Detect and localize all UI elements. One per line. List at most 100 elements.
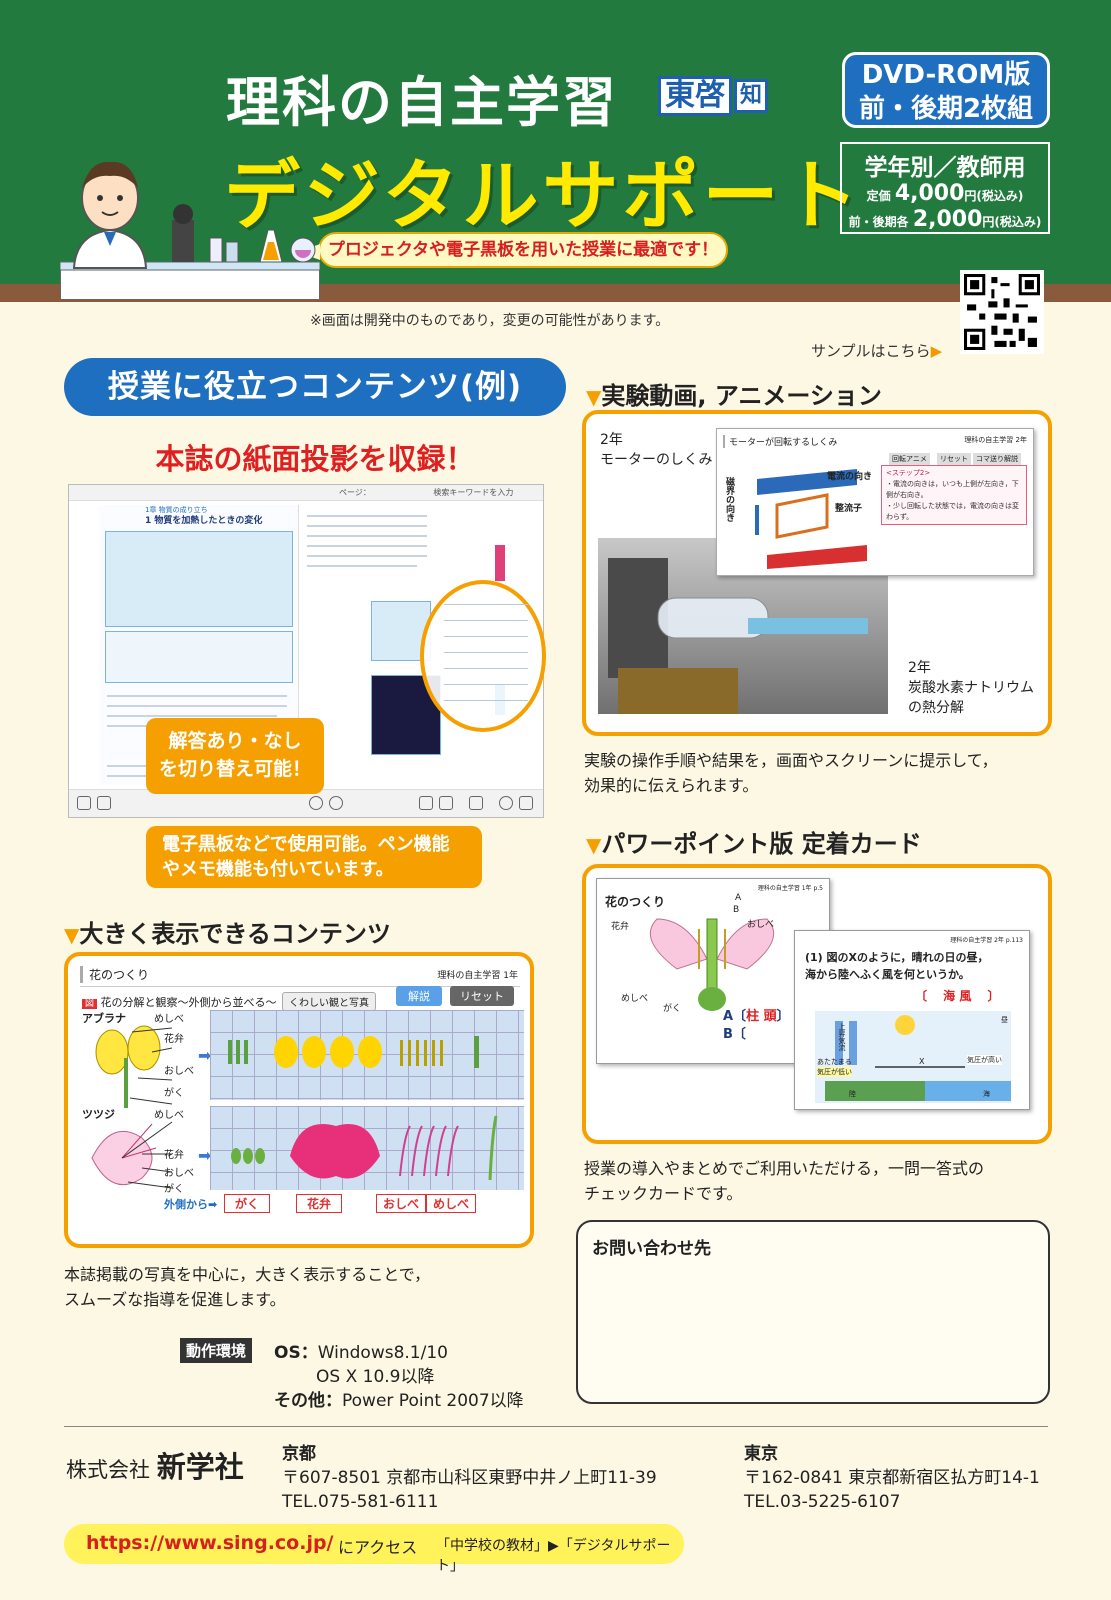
anim-step-button[interactable]: コマ送り解説 — [973, 453, 1021, 465]
card-2: 理科の自主学習 2年 p.113 (1) 図のXのように，晴れの日の昼， 海から… — [794, 930, 1030, 1110]
motor-diagram — [755, 469, 867, 569]
other-label: その他： — [274, 1391, 342, 1411]
chapter-label: 1章 物質の成り立ち — [145, 506, 208, 514]
triangle-down-icon: ▼ — [586, 385, 602, 409]
arrow-right-icon: ➡ — [198, 1146, 212, 1165]
card2-answer: 〔 海 風 〕 — [915, 989, 1000, 1003]
toolbar-search[interactable]: 検索キーワードを入力 — [433, 488, 514, 497]
card-header: 理科の自主学習 2年 p.113 — [950, 937, 1023, 944]
anim-title: モーターが回転するしくみ — [723, 435, 837, 448]
answer-button[interactable]: 解説 — [396, 986, 442, 1006]
text-line — [444, 684, 528, 685]
price-value: 2,000 — [912, 207, 983, 232]
sample-link-label[interactable]: サンプルはこちら — [811, 342, 931, 360]
office-name: 京都 — [282, 1444, 316, 1464]
text-line — [307, 525, 427, 527]
anim-play-button[interactable]: 回転アニメ — [889, 453, 930, 465]
publisher-logo-main: 東啓 — [658, 76, 732, 116]
ppt-description: 授業の導入やまとめでご利用いただける，一問一答式の チェックカードです。 — [584, 1156, 984, 1206]
order-label: 外側から➡ — [164, 1198, 218, 1211]
diagram-label: 気圧が高い — [967, 1055, 1002, 1065]
photo-button[interactable]: くわしい観と写真 — [282, 992, 376, 1011]
card-1: 理科の自主学習 1年 p.5 花のつくり A B 花弁 おしべ めしべ がく A… — [596, 878, 830, 1064]
price-value: 4,000 — [894, 181, 965, 206]
figure-box — [105, 531, 293, 627]
os-value-2: OS X 10.9以降 — [316, 1367, 435, 1387]
section-pill: 授業に役立つコンテンツ(例) — [64, 358, 566, 416]
development-notice: ※画面は開発中のものであり，変更の可能性があります。 — [310, 313, 670, 329]
os-row: OS：Windows8.1/10 — [274, 1338, 448, 1363]
desc-line: 効果的に伝えられます。 — [584, 776, 759, 795]
sample-link[interactable]: サンプルはこちら▶ — [811, 340, 942, 361]
anim-reset-button[interactable]: リセット — [937, 453, 971, 465]
pen-icon[interactable] — [419, 796, 433, 810]
answer-bracket: A〔 — [723, 1009, 747, 1024]
text-line — [307, 545, 427, 547]
divider — [80, 986, 520, 987]
part-label: がく — [164, 1184, 184, 1195]
ppt-heading: ▼パワーポイント版 定着カード — [586, 824, 922, 859]
office-address: 〒607-8501 京都市山科区東野中井ノ上町11-39 — [282, 1468, 657, 1488]
text-line — [307, 555, 427, 557]
dvd-line1: DVD-ROM版 — [861, 60, 1031, 90]
next-icon[interactable] — [329, 796, 343, 810]
slide-subtitle: 図 花の分解と観察～外側から並べる～ — [82, 994, 277, 1010]
answer-toggle-icon[interactable] — [519, 796, 533, 810]
subtitle-text: 花の分解と観察～外側から並べる～ — [100, 996, 277, 1009]
text-line — [307, 515, 427, 517]
note-line: 電子黒板などで使用可能。ペン機能 — [162, 834, 450, 855]
flower-name: アブラナ — [82, 1012, 126, 1025]
text-line — [444, 620, 528, 621]
flower-slide-frame: 花のつくり 理科の自主学習 1年 図 花の分解と観察～外側から並べる～ くわしい… — [64, 952, 534, 1248]
sodium-label: 2年 炭酸水素ナトリウム の熱分解 — [908, 658, 1034, 718]
text-line — [444, 636, 528, 637]
diagram-label: 昼 — [1001, 1016, 1008, 1024]
experiment-frame: 2年 モーターのしくみ モーターが回転するしくみ 理科の自主学習 2年 回転アニ… — [582, 410, 1052, 736]
os-label: OS： — [274, 1343, 318, 1363]
scissors-icon[interactable] — [439, 796, 453, 810]
side-tab[interactable] — [495, 545, 505, 581]
reset-button[interactable]: リセット — [450, 986, 514, 1006]
office-name: 東京 — [744, 1444, 778, 1464]
heading-text: 実験動画, アニメーション — [601, 382, 882, 410]
motor-label: 2年 モーターのしくみ — [600, 430, 713, 470]
label-b: B — [733, 905, 740, 915]
environment-label: 動作環境 — [180, 1338, 253, 1363]
os-value: Windows8.1/10 — [317, 1343, 448, 1363]
text-icon[interactable] — [469, 796, 483, 810]
toolbar-page-label: ページ： — [339, 488, 371, 497]
other-row: その他：Power Point 2007以降 — [274, 1386, 524, 1411]
tagline-bubble: プロジェクタや電子黒板を用いた授業に最適です！ — [298, 232, 728, 268]
office-tokyo: 東京 〒162-0841 東京都新宿区払方町14-1 TEL.03-5225-6… — [744, 1442, 1040, 1514]
play-icon[interactable] — [309, 796, 323, 810]
dvd-badge: DVD-ROM版 前・後期2枚組 — [842, 52, 1050, 128]
card1-answer-a: A〔柱 頭〕 — [723, 1005, 790, 1024]
large-display-description: 本誌掲載の写真を中心に，大きく表示することで， スムーズな指導を促進します。 — [64, 1262, 430, 1312]
anim-label: 整流子 — [835, 504, 863, 514]
grid-icon[interactable] — [77, 796, 91, 810]
aburana-photo — [210, 1010, 524, 1100]
price-label: 前・後期各 — [848, 215, 909, 229]
navigation-path: 「中学校の教材」▶「デジタルサポート」 — [436, 1538, 671, 1574]
heading-text: パワーポイント版 定着カード — [601, 830, 922, 858]
part-label: おしべ — [164, 1168, 194, 1179]
desc-line: 授業の導入やまとめでご利用いただける，一問一答式の — [584, 1159, 985, 1178]
part-label: 花弁 — [164, 1150, 184, 1161]
text-line — [107, 715, 277, 717]
product-title: 理科の自主学習 — [226, 71, 618, 134]
price-title: 学年別／教師用 — [864, 155, 1026, 181]
website-link[interactable]: https://www.sing.co.jp/ — [86, 1532, 334, 1554]
page-icon[interactable] — [97, 796, 111, 810]
help-icon[interactable] — [499, 796, 513, 810]
other-value: Power Point 2007以降 — [342, 1391, 524, 1411]
diagram-label: 気圧が低い — [817, 1067, 852, 1077]
company-title: 新学社 — [156, 1450, 244, 1484]
qr-code[interactable] — [960, 270, 1044, 354]
answer-toggle-note: 解答あり・なし を切り替え可能！ — [146, 718, 324, 794]
card-title: 花のつくり — [605, 895, 666, 909]
aburana-diagram — [95, 1025, 173, 1108]
publisher-logo-sub: 知 — [734, 79, 769, 113]
tsutsuji-diagram — [91, 1121, 173, 1189]
price-unit: 円(税込み) — [982, 215, 1042, 229]
experiment-name: モーターのしくみ — [600, 452, 713, 468]
